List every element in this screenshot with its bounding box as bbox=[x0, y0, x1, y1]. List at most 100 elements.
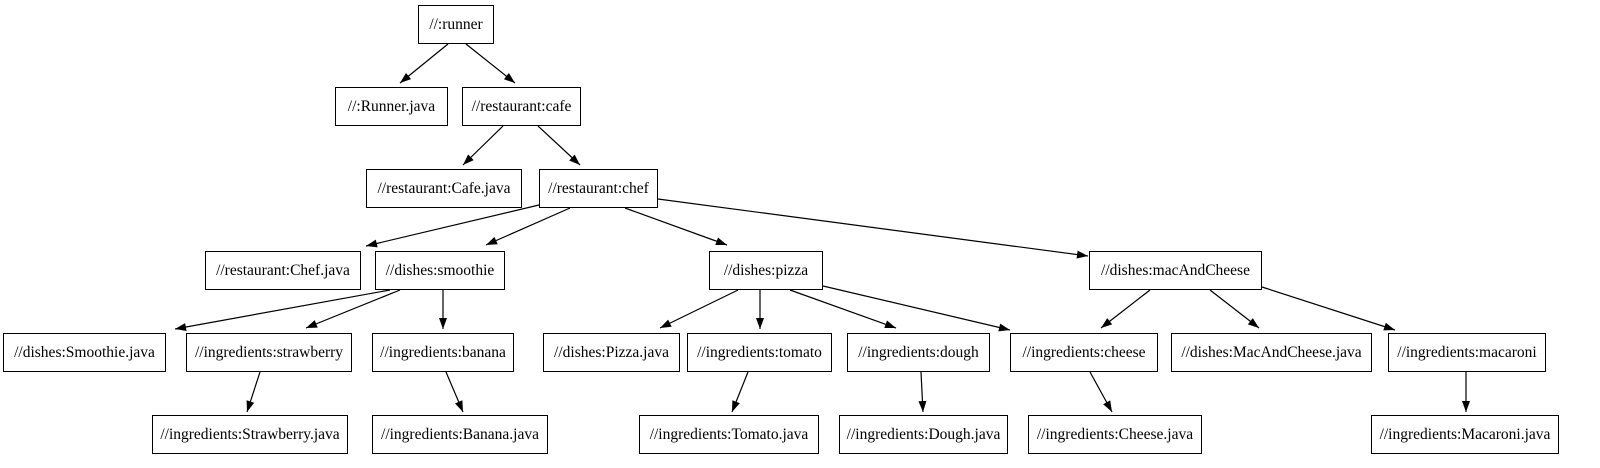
graph-node-label: //ingredients:banana bbox=[380, 343, 506, 361]
graph-edge-dishes_pizza-to-ing_cheese bbox=[822, 285, 1011, 332]
graph-edge-dishes_pizza-to-ing_dough bbox=[789, 289, 897, 329]
edge-arrowhead-icon bbox=[1247, 318, 1259, 328]
graph-node-label: //ingredients:cheese bbox=[1022, 343, 1146, 361]
edge-arrowhead-icon bbox=[884, 320, 896, 329]
graph-edge-restaurant_chef-to-dishes_smoothie bbox=[485, 207, 571, 246]
graph-node-label: //ingredients:Strawberry.java bbox=[160, 425, 340, 443]
graph-edge-ing_macaroni-to-macaroni_java bbox=[1462, 372, 1470, 412]
edge-arrowhead-icon bbox=[503, 73, 515, 83]
graph-node-label: //restaurant:chef bbox=[548, 179, 649, 197]
edge-line bbox=[174, 289, 391, 330]
graph-node-dishes_smoothie[interactable]: //dishes:smoothie bbox=[375, 251, 505, 290]
graph-node-restaurant_cafe[interactable]: //restaurant:cafe bbox=[462, 87, 581, 126]
graph-node-label: //restaurant:Cafe.java bbox=[377, 179, 511, 197]
graph-node-label: //ingredients:dough bbox=[858, 343, 979, 361]
edge-arrowhead-icon bbox=[175, 323, 187, 331]
graph-node-label: //dishes:pizza bbox=[723, 261, 809, 279]
edge-arrowhead-icon bbox=[660, 319, 672, 328]
edge-line bbox=[1261, 286, 1396, 331]
edge-arrowhead-icon bbox=[1103, 400, 1112, 412]
graph-node-label: //ingredients:strawberry bbox=[194, 343, 344, 361]
graph-node-label: //ingredients:Macaroni.java bbox=[1379, 425, 1551, 443]
graph-node-ing_banana[interactable]: //ingredients:banana bbox=[372, 333, 514, 372]
edge-arrowhead-icon bbox=[756, 318, 764, 329]
graph-node-smoothie_java[interactable]: //dishes:Smoothie.java bbox=[3, 333, 166, 372]
graph-node-runner[interactable]: //:runner bbox=[418, 5, 494, 44]
graph-edge-dishes_pizza-to-ing_tomato bbox=[756, 290, 764, 329]
graph-node-dishes_pizza[interactable]: //dishes:pizza bbox=[709, 251, 823, 290]
graph-node-macandcheese_java[interactable]: //dishes:MacAndCheese.java bbox=[1171, 333, 1372, 372]
graph-node-label: //ingredients:Dough.java bbox=[846, 425, 1001, 443]
graph-node-dishes_macandchee[interactable]: //dishes:macAndCheese bbox=[1089, 251, 1262, 290]
graph-edge-dishes_smoothie-to-ing_strawberry bbox=[305, 289, 401, 329]
graph-node-label: //ingredients:tomato bbox=[697, 343, 822, 361]
graph-edge-ing_cheese-to-cheese_java bbox=[1089, 371, 1113, 413]
graph-node-label: //ingredients:macaroni bbox=[1397, 343, 1537, 361]
edge-arrowhead-icon bbox=[439, 318, 447, 329]
edge-line bbox=[624, 207, 728, 246]
graph-edge-restaurant_chef-to-dishes_pizza bbox=[624, 207, 728, 246]
edge-line bbox=[657, 198, 1089, 257]
graph-node-label: //:Runner.java bbox=[347, 97, 436, 115]
edge-arrowhead-icon bbox=[569, 154, 580, 165]
graph-node-label: //ingredients:Tomato.java bbox=[649, 425, 809, 443]
graph-edge-restaurant_chef-to-chef_java bbox=[365, 204, 540, 248]
graph-edge-runner-to-restaurant_cafe bbox=[465, 43, 516, 84]
graph-edge-dishes_smoothie-to-ing_banana bbox=[439, 290, 447, 329]
edge-arrowhead-icon bbox=[998, 323, 1010, 332]
graph-edge-dishes_macandchee-to-ing_macaroni bbox=[1261, 286, 1396, 331]
graph-node-cafe_java[interactable]: //restaurant:Cafe.java bbox=[366, 169, 522, 208]
edge-arrowhead-icon bbox=[918, 400, 927, 412]
graph-node-label: //:runner bbox=[429, 15, 483, 33]
graph-node-pizza_java[interactable]: //dishes:Pizza.java bbox=[543, 333, 680, 372]
edge-arrowhead-icon bbox=[246, 400, 255, 412]
graph-node-strawberry_java[interactable]: //ingredients:Strawberry.java bbox=[152, 415, 348, 454]
graph-node-label: //dishes:smoothie bbox=[385, 261, 495, 279]
graph-node-banana_java[interactable]: //ingredients:Banana.java bbox=[372, 415, 548, 454]
graph-edge-restaurant_cafe-to-cafe_java bbox=[462, 125, 504, 166]
edge-arrowhead-icon bbox=[366, 239, 378, 248]
graph-edge-ing_strawberry-to-strawberry_java bbox=[246, 371, 261, 413]
graph-node-runner_java[interactable]: //:Runner.java bbox=[335, 87, 448, 126]
graph-edge-dishes_macandchee-to-ing_cheese bbox=[1100, 289, 1151, 329]
edge-line bbox=[659, 289, 739, 329]
edge-arrowhead-icon bbox=[455, 400, 463, 412]
edge-arrowhead-icon bbox=[1101, 318, 1113, 328]
graph-node-tomato_java[interactable]: //ingredients:Tomato.java bbox=[639, 415, 819, 454]
graph-node-restaurant_chef[interactable]: //restaurant:chef bbox=[539, 169, 658, 208]
graph-node-ing_cheese[interactable]: //ingredients:cheese bbox=[1010, 333, 1158, 372]
edge-arrowhead-icon bbox=[715, 237, 727, 246]
graph-node-macaroni_java[interactable]: //ingredients:Macaroni.java bbox=[1371, 415, 1559, 454]
graph-node-cheese_java[interactable]: //ingredients:Cheese.java bbox=[1028, 415, 1202, 454]
graph-edge-restaurant_chef-to-dishes_macandchee bbox=[657, 198, 1089, 259]
edge-arrowhead-icon bbox=[1383, 322, 1395, 331]
graph-edge-ing_tomato-to-tomato_java bbox=[731, 371, 749, 413]
graph-edge-restaurant_cafe-to-restaurant_chef bbox=[537, 125, 581, 166]
graph-edge-runner-to-runner_java bbox=[399, 43, 449, 84]
graph-edge-ing_dough-to-dough_java bbox=[918, 371, 927, 413]
graph-node-label: //dishes:MacAndCheese.java bbox=[1181, 343, 1362, 361]
graph-node-label: //restaurant:Chef.java bbox=[216, 261, 350, 279]
graph-node-label: //dishes:macAndCheese bbox=[1101, 261, 1250, 279]
edge-arrowhead-icon bbox=[463, 154, 474, 165]
edge-arrowhead-icon bbox=[1076, 250, 1088, 259]
edge-arrowhead-icon bbox=[486, 236, 498, 245]
edge-line bbox=[822, 285, 1011, 331]
edge-line bbox=[485, 207, 571, 246]
graph-node-label: //ingredients:Cheese.java bbox=[1036, 425, 1194, 443]
graph-node-ing_dough[interactable]: //ingredients:dough bbox=[847, 333, 990, 372]
graph-node-dough_java[interactable]: //ingredients:Dough.java bbox=[839, 415, 1008, 454]
graph-node-ing_tomato[interactable]: //ingredients:tomato bbox=[687, 333, 832, 372]
graph-node-ing_strawberry[interactable]: //ingredients:strawberry bbox=[186, 333, 352, 372]
graph-edge-dishes_macandchee-to-macandcheese_java bbox=[1209, 289, 1260, 329]
graph-edge-ing_banana-to-banana_java bbox=[445, 371, 464, 413]
edge-arrowhead-icon bbox=[400, 72, 412, 83]
graph-node-chef_java[interactable]: //restaurant:Chef.java bbox=[205, 251, 361, 290]
edge-arrowhead-icon bbox=[1462, 401, 1470, 412]
graph-node-label: //dishes:Smoothie.java bbox=[14, 343, 155, 361]
graph-edge-dishes_smoothie-to-smoothie_java bbox=[174, 289, 391, 331]
graph-node-ing_macaroni[interactable]: //ingredients:macaroni bbox=[1388, 333, 1546, 372]
edge-line bbox=[305, 289, 401, 329]
